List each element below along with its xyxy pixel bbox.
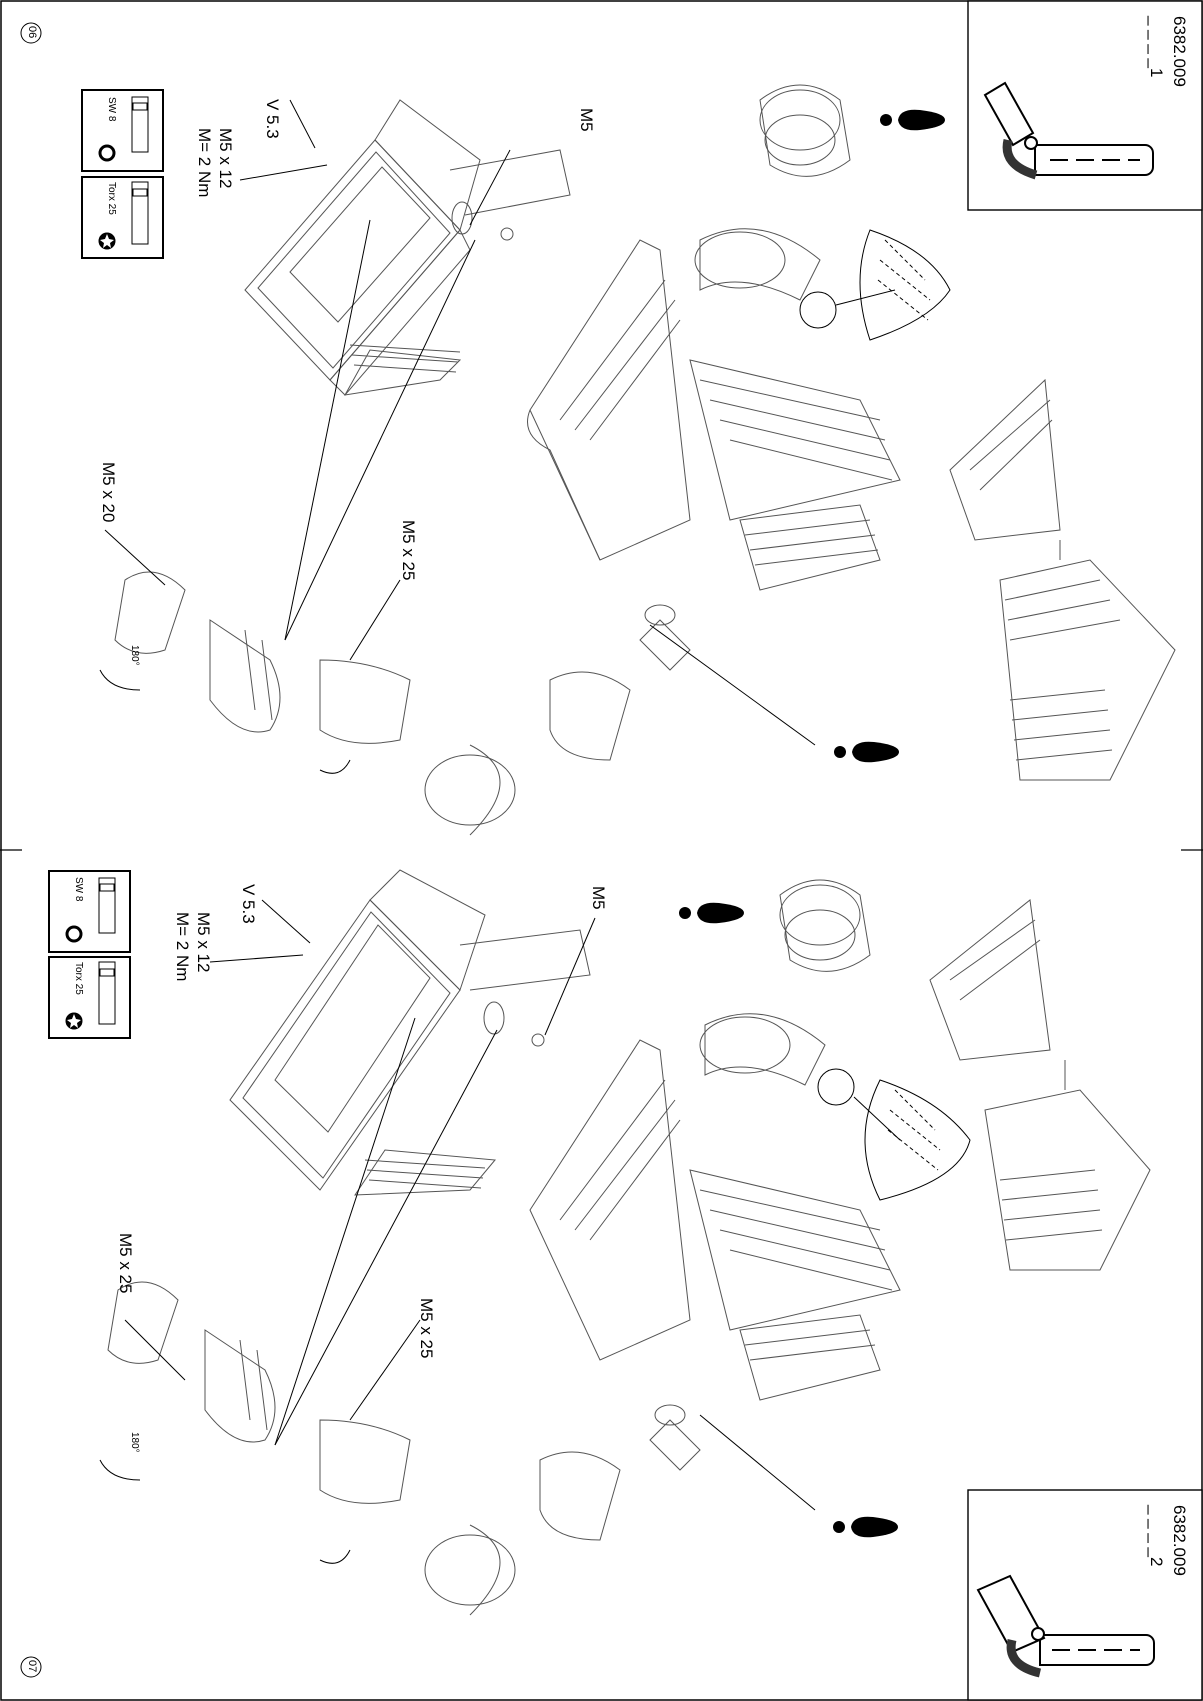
tool-box-sw8-bottom	[48, 870, 131, 953]
label-m5x20-top: M5 x 20	[99, 462, 118, 523]
label-m5x25-right-bottom: M5 x 25	[417, 1298, 436, 1359]
label-m5-top: M5	[577, 108, 596, 132]
page-number-bottom: 07	[26, 1660, 38, 1673]
tool-label-torx25-top: Torx 25	[106, 182, 117, 215]
tool-label-torx25-bottom: Torx 25	[73, 962, 84, 995]
exploded-drawing-bottom	[99, 869, 1151, 1616]
page-number-circle-bottom	[20, 1656, 42, 1678]
label-m5x12-bottom: M5 x 12	[194, 912, 213, 973]
exploded-drawing-top	[99, 84, 1176, 836]
chair-thumbnail-top	[983, 81, 1154, 180]
variant-bottom: _ _ _ _2	[1147, 1505, 1166, 1567]
label-torque-top: M= 2 Nm	[195, 128, 214, 198]
label-v53-bottom: V 5.3	[239, 884, 258, 924]
article-number-bottom: 6382.009	[1170, 1505, 1189, 1576]
label-v53-top: V 5.3	[263, 99, 282, 139]
label-m5x12-top: M5 x 12	[216, 128, 235, 189]
label-m5x25-left-bottom: M5 x 25	[116, 1233, 135, 1294]
page-number-circle-top	[20, 22, 42, 44]
warning-icon	[679, 109, 945, 1538]
label-m5x25-top: M5 x 25	[399, 520, 418, 581]
tool-box-torx25-bottom	[48, 956, 131, 1039]
article-number-top: 6382.009	[1170, 16, 1189, 87]
label-torque-bottom: M= 2 Nm	[173, 912, 192, 982]
tool-label-sw8-bottom: SW 8	[73, 877, 84, 902]
tool-box-sw8-top	[81, 89, 164, 172]
label-angle-bottom: 180°	[129, 1432, 140, 1453]
page-number-top: 06	[26, 26, 38, 39]
tool-box-torx25-top	[81, 176, 164, 259]
label-angle-top: 180°	[129, 645, 140, 666]
variant-top: _ _ _ _1	[1147, 16, 1166, 78]
label-m5-bottom: M5	[589, 886, 608, 910]
chair-thumbnail-bottom	[976, 1574, 1155, 1678]
tool-label-sw8-top: SW 8	[106, 97, 117, 122]
